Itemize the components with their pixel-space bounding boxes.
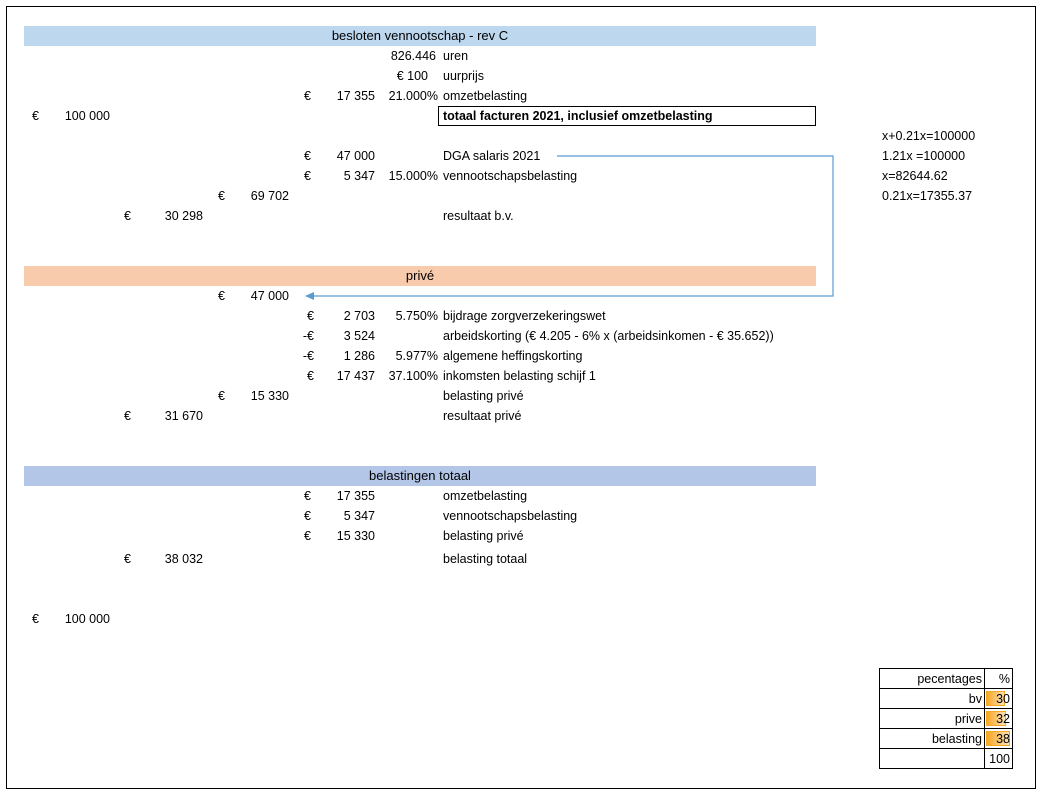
sub-currency: €	[218, 189, 225, 203]
table-row: prive 32	[879, 708, 1013, 729]
prive-row-currency: €	[307, 309, 314, 323]
pct-row-label[interactable]: bv	[879, 688, 985, 709]
totals-row-label[interactable]: belasting privé	[443, 529, 524, 543]
bv-section-header[interactable]: besloten vennootschap - rev C	[24, 26, 816, 46]
totals-section-header[interactable]: belastingen totaal	[24, 466, 816, 486]
pct-row-value-cell[interactable]: 32	[984, 708, 1013, 729]
omzet-currency: €	[304, 89, 311, 103]
prive-row-pct[interactable]: 5.750%	[395, 309, 438, 323]
prive-row-pct[interactable]: 5.977%	[395, 349, 438, 363]
uren-label[interactable]: uren	[443, 49, 469, 63]
totals-row-currency: €	[304, 529, 311, 543]
vpb-label[interactable]: vennootschapsbelasting	[443, 169, 578, 183]
table-row: pecentages %	[879, 668, 1013, 689]
pct-row-label[interactable]: belasting	[879, 728, 985, 749]
prive-result-label[interactable]: resultaat privé	[443, 409, 522, 423]
pct-row-value: 38	[996, 731, 1010, 746]
pct-row-value-cell[interactable]: 30	[984, 688, 1013, 709]
grand-total-value[interactable]: 100 000	[64, 612, 110, 626]
prive-row-label[interactable]: inkomsten belasting schijf 1	[443, 369, 596, 383]
totaal-label[interactable]: totaal facturen 2021, inclusief omzetbel…	[438, 106, 816, 126]
omzet-value[interactable]: 17 355	[336, 89, 375, 103]
totals-row-value[interactable]: 17 355	[336, 489, 375, 503]
prive-row-label[interactable]: arbeidskorting (€ 4.205 - 6% x (arbeidsi…	[443, 329, 774, 343]
totals-row-label[interactable]: omzetbelasting	[443, 489, 528, 503]
vpb-value[interactable]: 5 347	[343, 169, 375, 183]
prive-tax-value[interactable]: 15 330	[250, 389, 289, 403]
totals-row-value[interactable]: 5 347	[343, 509, 375, 523]
table-row: 100	[879, 748, 1013, 769]
prive-row-currency: -€	[302, 349, 314, 363]
prive-row-label[interactable]: bijdrage zorgverzekeringswet	[443, 309, 606, 323]
sub-value[interactable]: 69 702	[250, 189, 289, 203]
prive-row-label[interactable]: algemene heffingskorting	[443, 349, 583, 363]
grand-total-currency: €	[32, 612, 39, 626]
note[interactable]: x=82644.62	[882, 169, 948, 183]
note[interactable]: 1.21x =100000	[882, 149, 966, 163]
empty-cell[interactable]	[879, 748, 985, 769]
prive-result-currency: €	[124, 409, 131, 423]
pct-row-value: 32	[996, 711, 1010, 726]
prive-salary-currency: €	[218, 289, 225, 303]
prive-salary-value[interactable]: 47 000	[250, 289, 289, 303]
uurprijs-label[interactable]: uurprijs	[443, 69, 484, 83]
totals-row-value[interactable]: 15 330	[336, 529, 375, 543]
percentages-table: pecentages % bv 30 prive 32 belasting 38…	[879, 668, 1013, 769]
prive-tax-currency: €	[218, 389, 225, 403]
totaal-value[interactable]: 100 000	[64, 109, 110, 123]
prive-row-value[interactable]: 2 703	[343, 309, 375, 323]
table-row: belasting 38	[879, 728, 1013, 749]
prive-row-pct[interactable]: 37.100%	[388, 369, 438, 383]
data-bar	[986, 691, 1006, 706]
bv-result-label[interactable]: resultaat b.v.	[443, 209, 514, 223]
percentages-header[interactable]: pecentages	[879, 668, 985, 689]
vpb-pct[interactable]: 15.000%	[388, 169, 438, 183]
prive-row-currency: -€	[302, 329, 314, 343]
pct-row-label[interactable]: prive	[879, 708, 985, 729]
bv-result-value[interactable]: 30 298	[164, 209, 203, 223]
totaal-currency: €	[32, 109, 39, 123]
prive-result-value[interactable]: 31 670	[164, 409, 203, 423]
total-tax-currency: €	[124, 552, 131, 566]
vpb-currency: €	[304, 169, 311, 183]
prive-row-value[interactable]: 3 524	[343, 329, 375, 343]
data-bar	[986, 711, 1007, 726]
prive-row-value[interactable]: 17 437	[336, 369, 375, 383]
bv-result-currency: €	[124, 209, 131, 223]
uurprijs-value[interactable]: € 100	[396, 69, 428, 83]
table-row: bv 30	[879, 688, 1013, 709]
omzet-pct[interactable]: 21.000%	[388, 89, 438, 103]
totals-row-label[interactable]: vennootschapsbelasting	[443, 509, 578, 523]
totals-row-currency: €	[304, 489, 311, 503]
percent-unit-header[interactable]: %	[984, 668, 1013, 689]
total-tax-label[interactable]: belasting totaal	[443, 552, 528, 566]
prive-section-header[interactable]: privé	[24, 266, 816, 286]
omzet-label[interactable]: omzetbelasting	[443, 89, 528, 103]
pct-row-value: 30	[996, 691, 1010, 706]
dga-value[interactable]: 47 000	[336, 149, 375, 163]
note[interactable]: x+0.21x=100000	[882, 129, 976, 143]
sheet-border	[6, 6, 1036, 789]
totals-row-currency: €	[304, 509, 311, 523]
pct-row-value-cell[interactable]: 38	[984, 728, 1013, 749]
dga-label[interactable]: DGA salaris 2021	[443, 149, 541, 163]
prive-tax-label[interactable]: belasting privé	[443, 389, 524, 403]
prive-row-currency: €	[307, 369, 314, 383]
prive-row-value[interactable]: 1 286	[343, 349, 375, 363]
pct-total[interactable]: 100	[984, 748, 1013, 769]
total-tax-value[interactable]: 38 032	[164, 552, 203, 566]
dga-currency: €	[304, 149, 311, 163]
note[interactable]: 0.21x=17355.37	[882, 189, 973, 203]
data-bar	[986, 731, 1011, 746]
uren-value[interactable]: 826.446	[390, 49, 436, 63]
